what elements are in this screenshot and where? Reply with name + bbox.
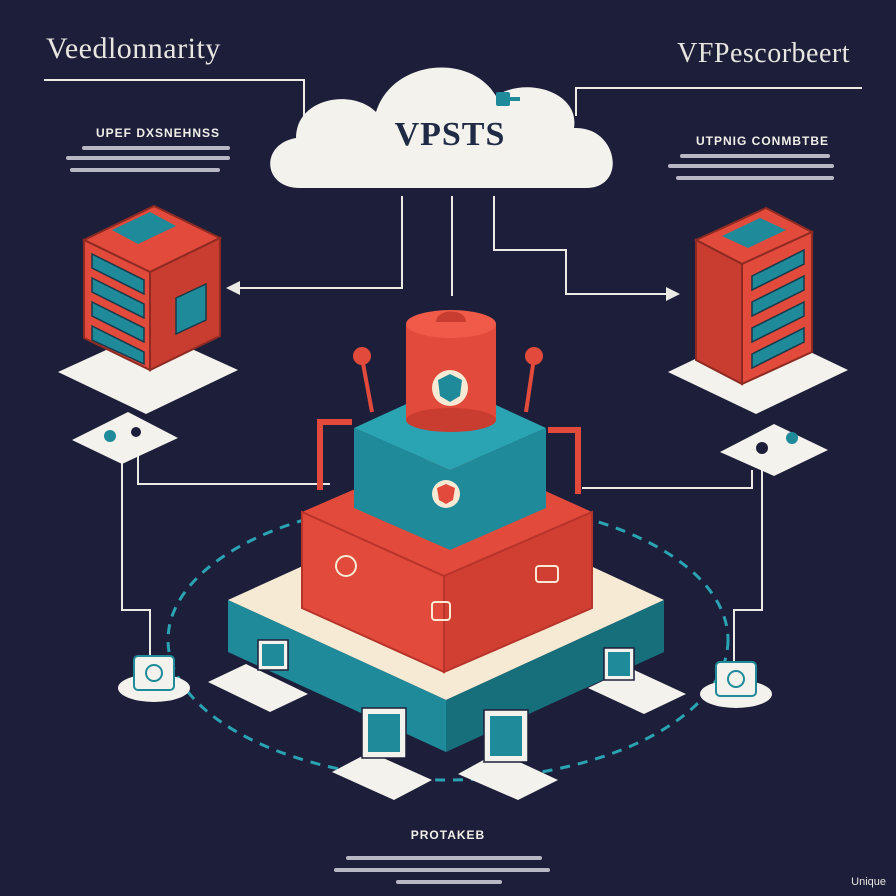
right-description-lines	[668, 154, 834, 180]
line-title-right-to-cloud	[575, 87, 862, 116]
bottom-heading: PROTAKEB	[410, 828, 486, 842]
line-right-device-to-base	[582, 470, 753, 489]
laptop-right	[588, 647, 686, 714]
side-heading-right: UTPNIG CONMBTBE	[696, 134, 829, 148]
server-right	[668, 206, 848, 414]
shield-small-icon	[432, 480, 460, 508]
line-cloud-to-left-server	[228, 196, 403, 289]
node-device-left	[118, 655, 190, 702]
block-glyph-icons	[335, 555, 559, 621]
title-right: VFPescorbeert	[677, 38, 850, 69]
connector-lines	[44, 79, 862, 664]
line-left-device-down	[121, 456, 151, 660]
line-title-left-to-cloud	[44, 79, 305, 120]
central-stack	[228, 310, 664, 752]
cloud	[270, 67, 613, 188]
arrow-head-right	[666, 287, 680, 301]
antenna-left-icon	[353, 347, 371, 365]
cloud-label: VPSTS	[394, 116, 506, 153]
watermark: Unique	[851, 876, 886, 888]
device-plate-right	[720, 424, 828, 476]
terminal-bottom-right	[458, 709, 558, 800]
bottom-description-lines	[334, 856, 550, 884]
left-description-lines	[66, 146, 230, 172]
terminal-bottom-left	[332, 707, 432, 800]
line-left-device-to-base	[137, 456, 330, 485]
laptop-left	[208, 639, 308, 712]
title-left: Veedlonnarity	[46, 32, 221, 65]
side-heading-left: UPEF DXSNEHNSS	[96, 126, 221, 140]
line-cloud-to-right-server	[493, 196, 676, 295]
node-device-right	[700, 661, 772, 708]
antenna-right-icon	[525, 347, 543, 365]
server-left	[58, 204, 238, 414]
plug-icon	[496, 92, 510, 106]
arrow-head-left	[226, 281, 240, 295]
shield-icon	[432, 370, 468, 406]
line-right-device-down	[733, 468, 763, 664]
device-plate-left	[72, 412, 178, 464]
